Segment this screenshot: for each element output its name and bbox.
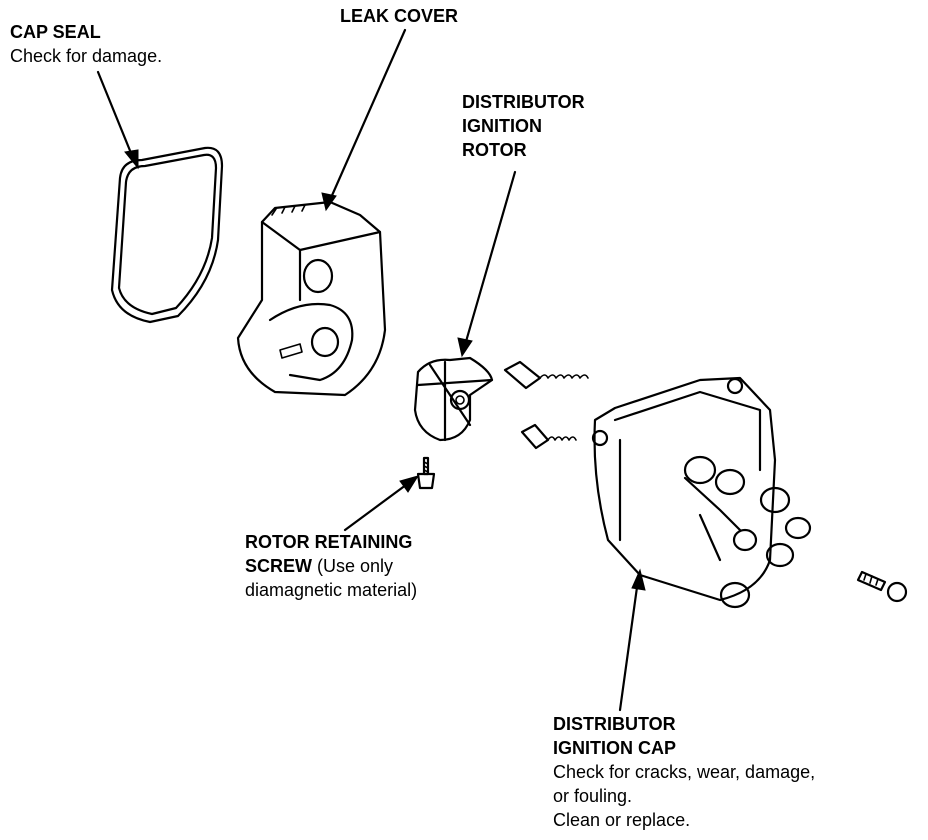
leader-rotor [457,170,517,358]
rotor-line1: DISTRIBUTOR [462,92,585,112]
leak-cover-title: LEAK COVER [340,6,459,26]
leader-leak-cover [321,28,407,212]
label-distributor-cap: DISTRIBUTOR IGNITION CAP Check for crack… [553,712,815,832]
screw-line2-rest: (Use only [312,556,394,576]
cap-seal-desc: Check for damage. [10,46,163,66]
rotor-line2: IGNITION [462,116,542,136]
cap-desc3: Clean or replace. [553,810,691,830]
cap-desc2: or fouling. [553,786,633,806]
label-rotor-screw: ROTOR RETAINING SCREW (Use only diamagne… [245,530,417,602]
leader-cap-seal [96,70,139,170]
leader-screw [343,475,420,532]
screw-line3: diamagnetic material) [245,580,418,600]
springs [503,360,589,450]
cap-line1: DISTRIBUTOR [553,714,676,734]
cap-seal-title: CAP SEAL [10,22,101,42]
cap-line2: IGNITION CAP [553,738,677,758]
distributor-cap [591,376,812,609]
cap-desc1: Check for cracks, wear, damage, [553,762,816,782]
rotor [413,356,494,442]
label-rotor: DISTRIBUTOR IGNITION ROTOR [462,90,585,162]
leader-cap [618,568,646,712]
label-leak-cover: LEAK COVER [340,4,458,28]
screw-line2-bold: SCREW [245,556,312,576]
rotor-screw [416,456,436,490]
leak-cover [236,200,387,397]
rotor-line3: ROTOR [462,140,527,160]
screw-line1: ROTOR RETAINING [245,532,413,552]
cap-bolt [856,570,908,603]
label-cap-seal: CAP SEAL Check for damage. [10,20,162,68]
cap-seal [110,146,224,324]
